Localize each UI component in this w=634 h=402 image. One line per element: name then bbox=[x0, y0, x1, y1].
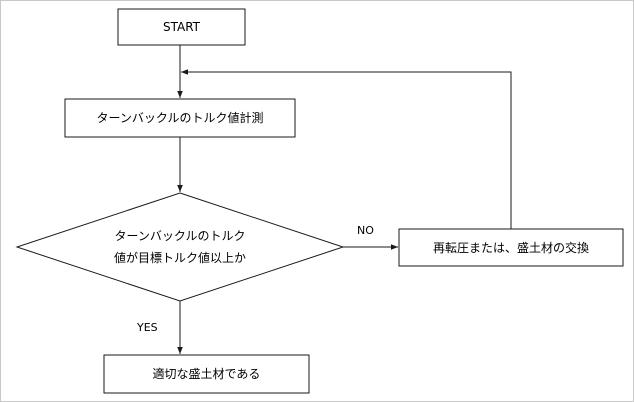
retry-node: 再転圧または、盛土材の交換 bbox=[398, 228, 624, 267]
result-node: 適切な盛土材である bbox=[103, 354, 310, 394]
result-label: 適切な盛土材である bbox=[153, 366, 261, 381]
decision-line2: 値が目標トルク値以上か bbox=[114, 250, 246, 265]
retry-label: 再転圧または、盛土材の交換 bbox=[433, 240, 589, 255]
measure-label: ターンバックルのトルク値計測 bbox=[96, 110, 263, 125]
arrow-retry-loop-back bbox=[181, 69, 512, 229]
measure-node: ターンバックルのトルク値計測 bbox=[64, 98, 296, 138]
decision-line1: ターンバックルのトルク bbox=[114, 229, 245, 243]
yes-label: YES bbox=[136, 321, 158, 334]
decision-node: ターンバックルのトルク 値が目標トルク値以上か bbox=[15, 192, 345, 302]
no-label: NO bbox=[357, 224, 374, 237]
start-label: START bbox=[163, 20, 201, 34]
start-node: START bbox=[117, 8, 246, 46]
